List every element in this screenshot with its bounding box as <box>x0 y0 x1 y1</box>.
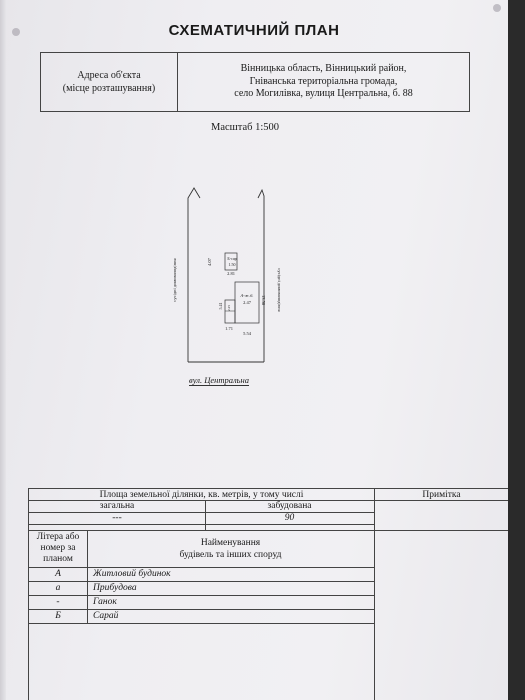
punch-hole <box>493 4 501 12</box>
table-row-letter: А <box>55 569 61 579</box>
binder-edge <box>0 0 6 700</box>
registry-tables: Площа земельної ділянки, кв. метрів, у т… <box>28 488 508 700</box>
annex-a-outline <box>224 299 236 324</box>
address-label-cell: Адреса об'єкта (місце розташування) <box>41 53 178 111</box>
building-a-area: 2.47 <box>243 300 252 305</box>
dim-13-58: 13.58 <box>261 295 266 306</box>
page-title: СХЕМАТИЧНИЙ ПЛАН <box>168 22 340 39</box>
punch-hole <box>12 28 20 36</box>
plot-boundary-right <box>257 188 265 362</box>
table-row-letter: - <box>56 597 60 607</box>
dim-2-25: 2.25 <box>227 305 231 311</box>
table-row-letter: Б <box>55 611 61 621</box>
address-line-3: село Могилівка, вулиця Центральна, б. 88 <box>234 88 413 100</box>
address-label: Адреса об'єкта <box>77 70 141 81</box>
dim-5-54: 5.54 <box>243 331 252 336</box>
dim-5-41: 5.41 <box>218 303 223 310</box>
name-column-header: Найменування будівель та інших споруд <box>87 530 374 567</box>
address-label-sub: (місце розташування) <box>62 83 156 94</box>
dim-4-07: 4.07 <box>207 257 212 266</box>
street-label: вул. Центральна <box>189 375 249 386</box>
document-page: СХЕМАТИЧНИЙ ПЛАН Адреса об'єкта (місце р… <box>0 0 508 700</box>
table-row-letter: а <box>55 583 61 593</box>
plot-boundary-left <box>187 187 201 362</box>
dim-1-71: 1.71 <box>225 326 233 331</box>
building-a-label: А-ж.б. <box>240 293 254 298</box>
table-row-name: Сарай <box>93 611 119 621</box>
table-row-name: Житловий будинок <box>93 569 171 579</box>
table-row-name: Прибудова <box>93 583 137 593</box>
built-area-value: 90 <box>284 513 295 523</box>
neighbor-left-label: сусідні домоволодіння <box>172 258 177 301</box>
letter-header-line-2: номер за <box>40 543 76 553</box>
building-b-outline <box>224 252 238 271</box>
note-header: Примітка <box>422 489 461 500</box>
name-header-line-2: будівель та інших споруд <box>179 549 282 560</box>
neighbor-right-label: сусідні домоволодіння <box>277 268 282 311</box>
area-table-header: Площа земельної ділянки, кв. метрів, у т… <box>99 489 304 500</box>
letter-header-line-3: планом <box>43 554 73 564</box>
scale-label: Масштаб 1:500 <box>210 122 279 133</box>
address-line-1: Вінницька область, Вінницький район, <box>240 63 407 75</box>
table-row-name: Ганок <box>93 597 117 607</box>
building-b-label: Б-сар <box>227 256 236 261</box>
letter-header-line-1: Літера або <box>36 532 80 542</box>
site-plan: Б-сар 1.50 4.07 2.81 А-ж.б. 2.47 5.41 2.… <box>150 180 300 390</box>
total-area-value: --- <box>112 513 122 523</box>
site-plan-drawing: Б-сар 1.50 4.07 2.81 А-ж.б. 2.47 5.41 2.… <box>172 187 282 363</box>
dim-2-81: 2.81 <box>227 271 235 276</box>
building-b-area: 1.50 <box>229 262 236 267</box>
name-header-line-1: Найменування <box>200 537 261 548</box>
address-table: Адреса об'єкта (місце розташування) Вінн… <box>40 52 470 112</box>
total-area-label: загальна <box>99 501 135 511</box>
letter-column-header: Літера або номер за планом <box>29 530 87 567</box>
address-value-cell: Вінницька область, Вінницький район, Гні… <box>178 53 469 111</box>
built-area-label: забудована <box>267 501 312 511</box>
address-line-2: Гніванська територіальна громада, <box>249 75 398 87</box>
